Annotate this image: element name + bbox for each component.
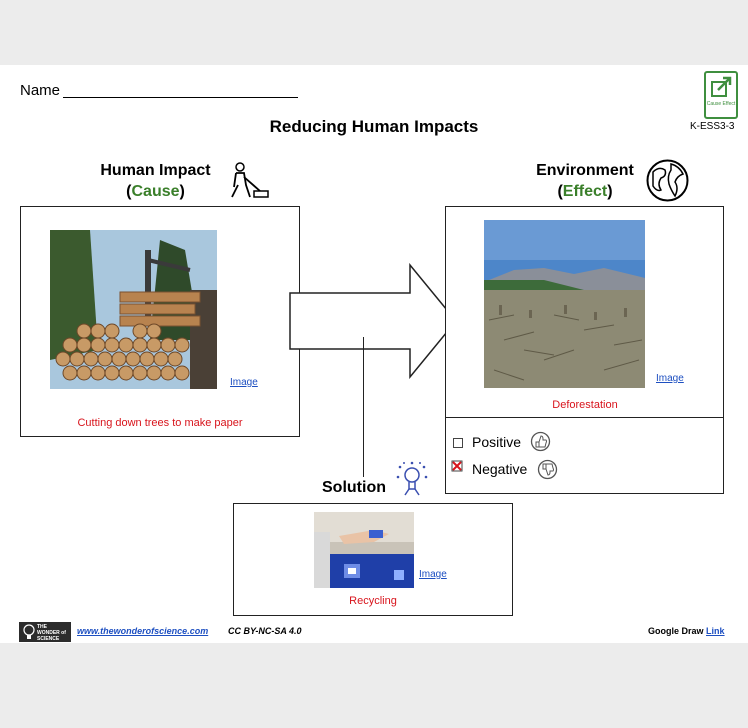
effect-heading: Environment	[536, 162, 634, 179]
standard-code: K-ESS3-3	[690, 121, 735, 132]
globe-icon	[646, 159, 689, 202]
recycling-photo	[314, 512, 414, 588]
solution-image-link[interactable]: Image	[419, 569, 447, 580]
effect-image-link[interactable]: Image	[656, 373, 684, 384]
solution-caption: Recycling	[349, 595, 397, 607]
name-label: Name	[20, 82, 61, 99]
positive-label: Positive	[472, 434, 522, 450]
license-text: CC BY-NC-SA 4.0	[228, 626, 302, 636]
cause-image-link[interactable]: Image	[230, 377, 258, 388]
logging-photo	[50, 230, 217, 389]
effect-caption: Deforestation	[552, 399, 618, 411]
positive-checkbox[interactable]	[453, 438, 463, 448]
effect-word: Effect	[562, 183, 608, 200]
cause-subheading: (Cause)	[126, 183, 185, 200]
thumbs-down-icon	[537, 459, 558, 480]
effect-subheading: (Effect)	[557, 183, 613, 200]
thumbs-up-icon	[530, 431, 551, 452]
external-link-icon	[711, 76, 732, 97]
cause-heading: Human Impact	[100, 162, 211, 179]
logo-bulb-icon	[23, 624, 35, 639]
page-title: Reducing Human Impacts	[269, 117, 479, 136]
worker-icon	[231, 162, 269, 198]
cause-word: Cause	[131, 183, 180, 200]
badge-label: Cause Effect	[706, 101, 736, 107]
connector-line	[363, 337, 364, 477]
lightbulb-icon	[396, 461, 428, 496]
website-link[interactable]: www.thewonderofscience.com	[77, 626, 209, 636]
solution-heading: Solution	[322, 479, 386, 496]
negative-checkbox[interactable]	[451, 460, 463, 472]
wonder-of-science-logo: THE WONDER of SCIENCE	[19, 622, 71, 642]
cause-effect-badge[interactable]	[704, 71, 738, 119]
negative-label: Negative	[472, 461, 528, 477]
cause-effect-arrow	[289, 263, 457, 379]
name-field-line[interactable]	[63, 97, 298, 98]
deforestation-photo	[484, 220, 645, 388]
cause-caption: Cutting down trees to make paper	[77, 417, 243, 429]
google-draw-link[interactable]: Link	[706, 626, 725, 636]
logo-text: THE WONDER of SCIENCE	[37, 624, 66, 642]
effect-rating-box	[445, 417, 724, 494]
worksheet-page: Name Cause Effect K-ESS3-3 Reducing Huma…	[0, 65, 748, 643]
google-draw-label: Google Draw Link	[648, 626, 725, 636]
